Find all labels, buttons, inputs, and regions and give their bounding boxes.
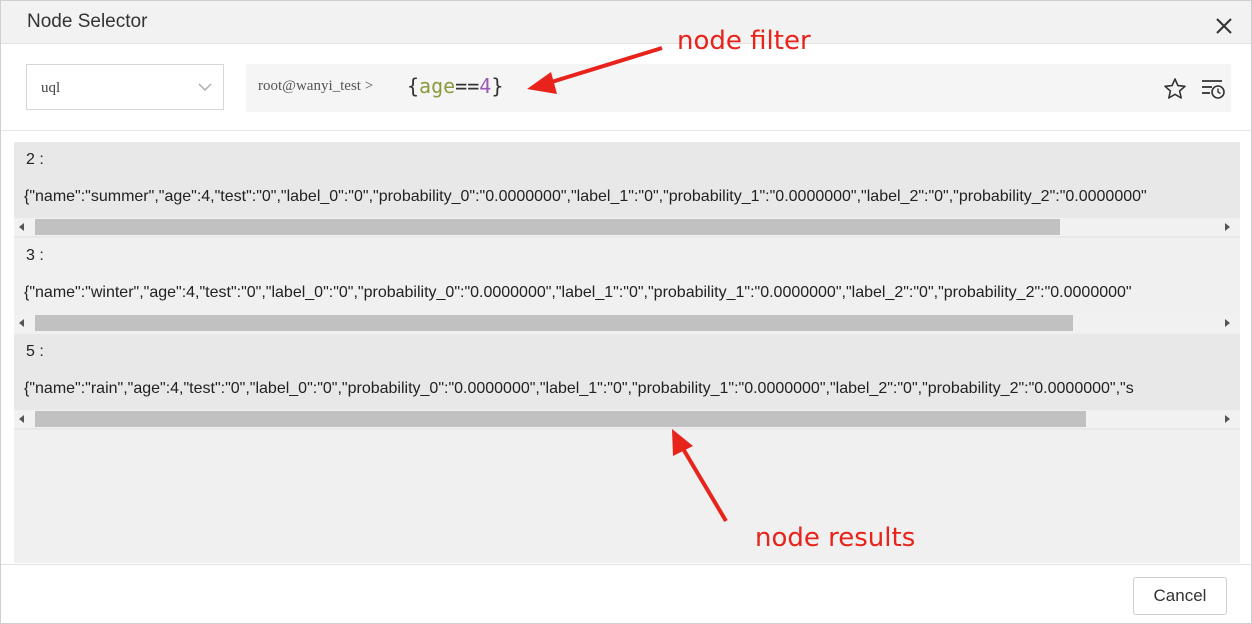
query-open-brace: {: [407, 74, 420, 98]
result-json: {"name":"winter","age":4,"test":"0","lab…: [24, 284, 1132, 301]
language-select[interactable]: uql: [26, 64, 224, 110]
dialog-title: Node Selector: [27, 11, 148, 32]
query-operator: ==: [455, 74, 480, 98]
star-icon[interactable]: [1163, 77, 1187, 101]
node-filter-input[interactable]: {age==4}: [407, 74, 503, 98]
horizontal-scrollbar[interactable]: [14, 218, 1240, 236]
query-value: 4: [479, 74, 492, 98]
result-json: {"name":"summer","age":4,"test":"0","lab…: [24, 188, 1147, 205]
query-prompt: root@wanyi_test >: [258, 78, 374, 94]
arrow-right-icon[interactable]: [1225, 415, 1230, 423]
result-index: 3 :: [26, 247, 44, 264]
arrow-right-icon[interactable]: [1225, 223, 1230, 231]
result-json: {"name":"rain","age":4,"test":"0","label…: [24, 380, 1134, 397]
history-icon[interactable]: [1200, 77, 1226, 101]
annotation-node-filter: node filter: [677, 26, 811, 56]
query-keyword: age: [419, 74, 456, 98]
close-icon[interactable]: [1214, 16, 1234, 36]
horizontal-scrollbar[interactable]: [14, 410, 1240, 428]
annotation-node-results: node results: [755, 523, 916, 553]
result-item: 2 : {"name":"summer","age":4,"test":"0",…: [14, 142, 1240, 238]
result-item: 5 : {"name":"rain","age":4,"test":"0","l…: [14, 334, 1240, 430]
dialog-footer: Cancel: [1, 564, 1251, 623]
chevron-down-icon: [198, 83, 212, 91]
language-select-value: uql: [41, 80, 61, 96]
arrow-left-icon[interactable]: [19, 223, 24, 231]
arrow-left-icon[interactable]: [19, 415, 24, 423]
cancel-button[interactable]: Cancel: [1133, 577, 1227, 615]
result-index: 5 :: [26, 343, 44, 360]
scroll-thumb[interactable]: [35, 219, 1060, 235]
result-item: 3 : {"name":"winter","age":4,"test":"0",…: [14, 238, 1240, 334]
scroll-thumb[interactable]: [35, 411, 1086, 427]
horizontal-scrollbar[interactable]: [14, 314, 1240, 332]
arrow-right-icon[interactable]: [1225, 319, 1230, 327]
scroll-thumb[interactable]: [35, 315, 1073, 331]
result-index: 2 :: [26, 151, 44, 168]
query-toolbar: uql root@wanyi_test > {age==4}: [1, 44, 1251, 131]
dialog-header: Node Selector: [1, 1, 1251, 44]
arrow-left-icon[interactable]: [19, 319, 24, 327]
node-filter-bar: root@wanyi_test > {age==4}: [246, 64, 1231, 112]
node-results-list: 2 : {"name":"summer","age":4,"test":"0",…: [14, 142, 1240, 563]
query-close-brace: }: [491, 74, 504, 98]
